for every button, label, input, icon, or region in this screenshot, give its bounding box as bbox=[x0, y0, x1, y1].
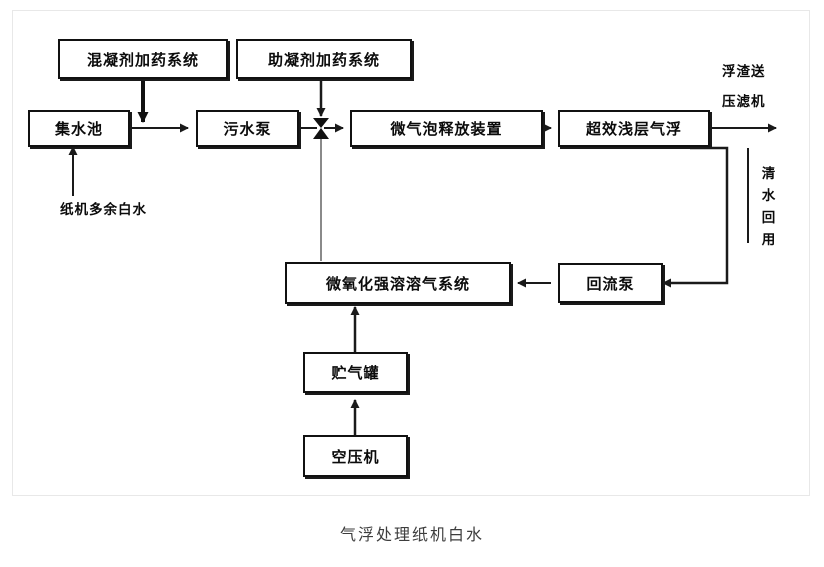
node-collection-pool[interactable]: 集水池 bbox=[28, 110, 130, 147]
node-micro-oxidation-dissolved-gas-label: 微氧化强溶溶气系统 bbox=[325, 274, 470, 293]
node-sewage-pump-label: 污水泵 bbox=[223, 120, 272, 138]
node-flocculant-aid-dosing[interactable]: 助凝剂加药系统 bbox=[236, 39, 412, 79]
node-flocculant-aid-dosing-label: 助凝剂加药系统 bbox=[267, 50, 380, 69]
node-shallow-air-flotation-label: 超效浅层气浮 bbox=[585, 120, 682, 138]
figure-caption: 气浮处理纸机白水 bbox=[339, 525, 484, 544]
node-collection-pool-label: 集水池 bbox=[54, 120, 103, 138]
label-white-water-inlet: 纸机多余白水 bbox=[60, 202, 147, 218]
node-gas-storage-tank[interactable]: 贮气罐 bbox=[303, 352, 408, 393]
edge-flotation-recycle-to-refluxpump bbox=[662, 146, 729, 288]
label-clear-water-reuse: 清水回用 bbox=[761, 166, 777, 248]
label-scum-out-line2: 压滤机 bbox=[722, 94, 766, 110]
node-sewage-pump[interactable]: 污水泵 bbox=[196, 110, 299, 147]
node-microbubble-release[interactable]: 微气泡释放装置 bbox=[350, 110, 543, 147]
node-reflux-pump[interactable]: 回流泵 bbox=[558, 263, 663, 303]
label-scum-out-line1: 浮渣送 bbox=[722, 64, 766, 80]
node-coagulant-dosing-label: 混凝剂加药系统 bbox=[86, 50, 199, 69]
node-micro-oxidation-dissolved-gas[interactable]: 微氧化强溶溶气系统 bbox=[285, 262, 511, 304]
node-shallow-air-flotation[interactable]: 超效浅层气浮 bbox=[558, 110, 710, 147]
node-gas-storage-tank-label: 贮气罐 bbox=[331, 364, 380, 382]
valve-icon bbox=[313, 118, 329, 139]
node-reflux-pump-label: 回流泵 bbox=[586, 274, 635, 293]
node-coagulant-dosing[interactable]: 混凝剂加药系统 bbox=[58, 39, 228, 79]
node-air-compressor[interactable]: 空压机 bbox=[303, 435, 408, 477]
node-microbubble-release-label: 微气泡释放装置 bbox=[390, 120, 503, 138]
node-air-compressor-label: 空压机 bbox=[331, 447, 380, 466]
